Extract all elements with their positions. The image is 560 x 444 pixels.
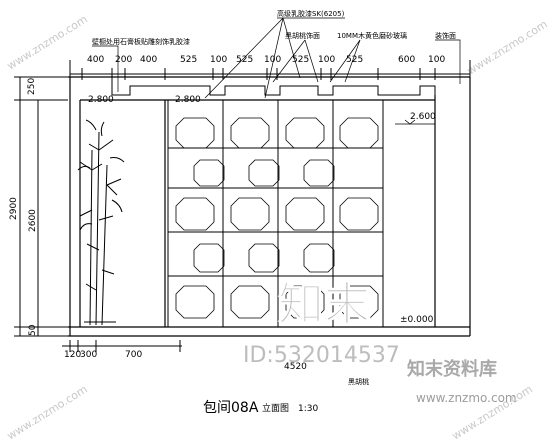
top-dimension-values: 400 200 400 525 100 525 100 525 100 525 …	[87, 55, 445, 65]
callout-bar: 黑胡桃饰面	[285, 31, 320, 40]
drawing-title: 包间08A 立面图 1:30	[203, 400, 318, 416]
bottom-dim-2: 300	[80, 350, 97, 360]
top-dim-3: 400	[140, 55, 157, 65]
title-room: 包间08A	[203, 400, 259, 416]
top-dim-12: 100	[428, 55, 445, 65]
level-right: 2.600	[410, 112, 436, 122]
top-dim-4: 525	[180, 55, 197, 65]
callout-stone: 壁橱处用石膏板贴雕刻饰乳胶漆	[92, 37, 190, 46]
callout-sk: 高级乳胶漆SK(6205)	[277, 9, 345, 18]
top-dim-10: 525	[346, 55, 363, 65]
top-dim-2: 200	[115, 55, 132, 65]
watermark-diag-2: www.znzmo.com	[465, 18, 550, 78]
watermark-brand: 知末	[278, 277, 370, 331]
bottom-dim-3: 700	[125, 350, 142, 360]
left-dimension-values: 250 2900 2600 50	[9, 78, 38, 336]
bottom-dimension-lines	[62, 340, 182, 352]
title-scale: 1:30	[298, 404, 318, 414]
callout-bottom: 黑胡桃	[348, 377, 369, 386]
bottom-dim-1: 120	[64, 350, 81, 360]
top-dim-9: 100	[318, 55, 335, 65]
title-view: 立面图	[262, 402, 289, 414]
level-left: 2.800	[88, 95, 114, 105]
ceiling-soffits	[111, 77, 436, 96]
watermark-id: ID:532014537	[243, 343, 400, 368]
dim-inner: 2600	[28, 209, 38, 232]
level-marks: 2.800 2.800 2.600 ±0.000	[88, 95, 436, 325]
level-floor: ±0.000	[400, 315, 434, 325]
bottom-total: 4520	[284, 362, 307, 372]
left-dimension-lines	[14, 76, 68, 337]
dim-outer: 2900	[9, 197, 19, 220]
top-dim-5: 100	[210, 55, 227, 65]
screen-pattern	[175, 117, 379, 319]
watermark-diag-3: www.znzmo.com	[5, 383, 90, 443]
bamboo-plant	[77, 119, 125, 326]
top-dim-8: 525	[292, 55, 309, 65]
top-dim-1: 400	[87, 55, 104, 65]
dim-bottom-small: 50	[28, 324, 38, 336]
brand-watermark: 知末 ID:532014537 知末资料库 www.znzmo.com	[243, 277, 517, 406]
watermark-site: www.znzmo.com	[416, 391, 517, 405]
callout-decor: 装饰面	[435, 31, 456, 40]
watermark-brand-cn: 知末资料库	[407, 358, 497, 380]
top-dim-11: 600	[398, 55, 415, 65]
bottom-dimension-values: 120 300 700 4520 黑胡桃	[64, 350, 369, 386]
screen-panel	[167, 99, 384, 328]
callout-glass: 10MM木黄色磨砂玻璃	[337, 31, 407, 40]
dim-top-small: 250	[27, 78, 37, 95]
top-dim-6: 525	[236, 55, 253, 65]
callouts: 壁橱处用石膏板贴雕刻饰乳胶漆 高级乳胶漆SK(6205) 黑胡桃饰面 10MM木…	[92, 9, 461, 99]
watermark-diag-1: www.znzmo.com	[5, 13, 90, 73]
top-dim-7: 100	[264, 55, 281, 65]
